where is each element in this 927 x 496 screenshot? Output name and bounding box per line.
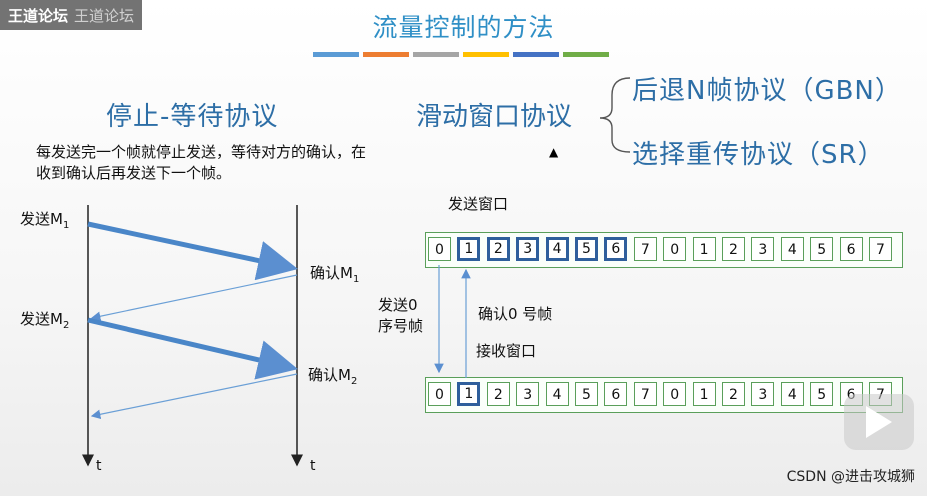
send-frame-cell: 5 bbox=[575, 237, 598, 261]
send-frame-label-1: 发送0 bbox=[378, 296, 418, 314]
gbn-protocol: 后退N帧协议（GBN） bbox=[632, 76, 902, 106]
recv-frame-cell: 1 bbox=[692, 382, 716, 406]
send-frame-cell: 1 bbox=[692, 237, 716, 261]
send-window-label: 发送窗口 bbox=[448, 195, 509, 213]
stop-wait-description: 每发送完一个帧就停止发送，等待对方的确认，在收到确认后再发送下一个帧。 bbox=[36, 143, 367, 182]
send-frame-cell: 0 bbox=[428, 237, 451, 261]
recv-window-label: 接收窗口 bbox=[476, 342, 537, 360]
recv-frame-cell: 3 bbox=[751, 382, 775, 406]
recv-frame-cell: 2 bbox=[486, 382, 510, 406]
time-label-left: t bbox=[96, 458, 102, 474]
sliding-window-title: 滑动窗口协议 bbox=[416, 102, 573, 132]
recv-frame-cell: 0 bbox=[428, 382, 451, 406]
send-m2-sub: 2 bbox=[62, 320, 70, 331]
ack-m2-sub: 2 bbox=[350, 376, 358, 387]
send-frame-cell: 7 bbox=[869, 237, 892, 261]
send-frame-label-2: 序号帧 bbox=[378, 317, 424, 335]
forum-watermark: 王道论坛 王道论坛 bbox=[0, 0, 143, 30]
watermark-text: 王道论坛 bbox=[8, 6, 69, 25]
play-icon bbox=[866, 406, 892, 438]
ack-m2-label: 确认M2 bbox=[308, 364, 357, 387]
send-m2-text: 发送M bbox=[20, 310, 63, 328]
send-frame-cell: 2 bbox=[486, 237, 510, 261]
recv-frame-cell: 4 bbox=[780, 382, 804, 406]
send-m2-arrow bbox=[87, 317, 298, 380]
send-frame-cell: 3 bbox=[516, 237, 540, 261]
slide-title: 流量控制的方法 bbox=[372, 13, 555, 42]
send-frame-cell: 6 bbox=[604, 237, 628, 261]
recv-frame-cell: 5 bbox=[575, 382, 598, 406]
recv-frame-cell: 1 bbox=[457, 382, 481, 406]
color-bar-1 bbox=[313, 52, 359, 57]
csdn-watermark: CSDN @进击攻城狮 bbox=[786, 469, 915, 485]
send-m1-arrow bbox=[87, 221, 298, 281]
recv-frame-cell: 0 bbox=[663, 382, 687, 406]
recv-frame-cell: 2 bbox=[722, 382, 745, 406]
play-button[interactable] bbox=[844, 394, 914, 450]
recv-frame-cell: 7 bbox=[633, 382, 657, 406]
send-frame-cell: 6 bbox=[839, 237, 863, 261]
protocol-brace bbox=[599, 77, 631, 153]
stop-wait-title: 停止-等待协议 bbox=[106, 102, 279, 132]
watermark-sub: 王道论坛 bbox=[74, 6, 135, 25]
send-frame-cell: 4 bbox=[780, 237, 804, 261]
mouse-pointer-icon: ▲ bbox=[549, 145, 559, 159]
time-label-right: t bbox=[310, 458, 316, 474]
ack-m2-arrow bbox=[90, 373, 298, 420]
ack-frame-label: 确认0 号帧 bbox=[478, 305, 553, 323]
ack-m1-sub: 1 bbox=[352, 274, 360, 285]
recv-frame-cell: 4 bbox=[545, 382, 569, 406]
send-frame-cell: 3 bbox=[751, 237, 775, 261]
send-frame-cell: 7 bbox=[633, 237, 657, 261]
send-m1-text: 发送M bbox=[20, 210, 63, 228]
ack-m2-text: 确认M bbox=[308, 366, 351, 384]
send-frame-cell: 0 bbox=[663, 237, 687, 261]
send-frame-cell: 1 bbox=[457, 237, 481, 261]
send-m1-sub: 1 bbox=[62, 220, 70, 231]
color-bar-3 bbox=[413, 52, 459, 57]
send-frame-cell: 4 bbox=[545, 237, 569, 261]
ack-m1-arrow bbox=[90, 274, 298, 321]
color-bar-5 bbox=[513, 52, 559, 57]
recv-frame-cell: 5 bbox=[810, 382, 834, 406]
color-bar-2 bbox=[363, 52, 409, 57]
send-frame-cell: 2 bbox=[722, 237, 745, 261]
ack-m1-label: 确认M1 bbox=[310, 262, 359, 285]
recv-frame-cell: 3 bbox=[516, 382, 540, 406]
color-bar-6 bbox=[563, 52, 609, 57]
send-m1-label: 发送M1 bbox=[20, 208, 69, 231]
sr-protocol: 选择重传协议（SR） bbox=[632, 140, 885, 170]
recv-frame-cell: 6 bbox=[604, 382, 628, 406]
color-bar-4 bbox=[463, 52, 509, 57]
send-frame-cell: 5 bbox=[810, 237, 834, 261]
ack-m1-text: 确认M bbox=[310, 264, 353, 282]
send-m2-label: 发送M2 bbox=[20, 308, 69, 331]
